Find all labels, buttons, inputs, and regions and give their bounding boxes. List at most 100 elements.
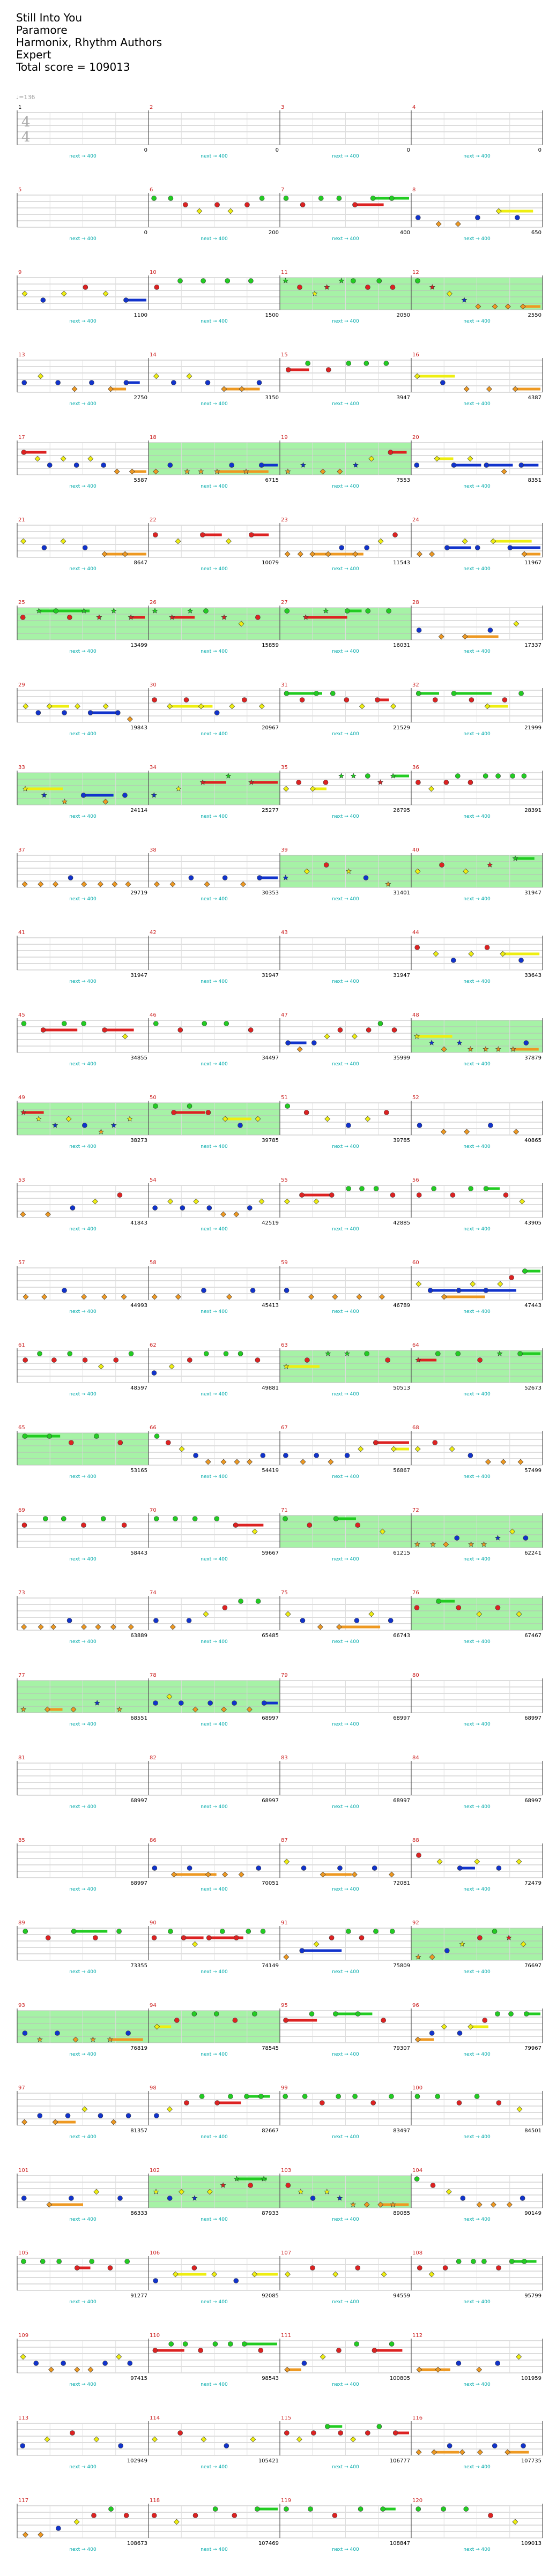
measure-score: 105421: [258, 2458, 279, 2464]
orange-star-note: [20, 1706, 27, 1712]
green-star-note: [338, 773, 345, 779]
measure-number: 89: [18, 1920, 25, 1926]
blue-note: [188, 875, 194, 880]
orange-note: [462, 633, 468, 640]
measure-number: 113: [18, 2415, 28, 2421]
orange-note: [240, 881, 246, 887]
yellow-star-note: [283, 1363, 290, 1369]
red-star-note: [415, 1357, 421, 1363]
measure-score: 15859: [262, 643, 279, 648]
measure-score: 68997: [262, 1798, 279, 1804]
green-star-note: [344, 1350, 350, 1356]
red-note: [187, 1357, 192, 1363]
measure-score: 57499: [524, 1468, 541, 1474]
orange-star-note: [285, 468, 291, 474]
yellow-note: [359, 703, 365, 710]
green-sustain: [526, 2012, 540, 2015]
green-note: [202, 1021, 207, 1026]
red-sustain: [301, 1193, 330, 1197]
multiplier-label: next → 400: [69, 1062, 97, 1067]
blue-note: [451, 462, 457, 468]
measure-number: 1: [18, 104, 21, 110]
multiplier-label: next → 400: [332, 2465, 359, 2470]
yellow-note: [512, 2519, 518, 2525]
red-star-note: [487, 862, 493, 868]
orange-star-note: [430, 1541, 436, 1547]
red-star-note: [377, 779, 383, 785]
red-note: [214, 202, 220, 207]
red-sustain: [209, 1936, 243, 1939]
multiplier-label: next → 400: [69, 731, 97, 737]
green-note: [153, 1021, 159, 1026]
blue-note: [518, 462, 524, 468]
blue-note: [152, 1865, 158, 1871]
multiplier-label: next → 400: [332, 1557, 359, 1562]
green-sustain: [524, 1270, 540, 1273]
measure-number: 108: [412, 2250, 422, 2256]
blue-note: [301, 2361, 307, 2366]
blue-note: [65, 2113, 71, 2118]
blue-note: [457, 2030, 463, 2036]
green-note: [124, 2259, 130, 2264]
multiplier-label: next → 400: [69, 1722, 97, 1727]
green-note: [451, 691, 457, 696]
measure-score: 79967: [524, 2045, 541, 2051]
blue-sustain: [510, 546, 540, 549]
yellow-note: [350, 2436, 357, 2443]
yellow-note: [172, 2271, 179, 2278]
green-sustain: [25, 1435, 61, 1438]
red-note: [152, 2348, 158, 2353]
multiplier-label: next → 400: [201, 1227, 228, 1232]
time-signature-top: 4: [21, 114, 31, 130]
red-sustain: [23, 1111, 44, 1114]
multiplier-label: next → 400: [201, 1804, 228, 1810]
orange-note: [247, 1459, 253, 1465]
green-sustain: [73, 1930, 108, 1933]
orange-note: [81, 1624, 87, 1630]
orange-note: [233, 1211, 240, 1218]
red-note: [242, 697, 247, 703]
yellow-note: [44, 2436, 50, 2443]
green-note: [336, 196, 342, 201]
multiplier-label: next → 400: [69, 814, 97, 819]
yellow-note: [309, 786, 316, 792]
measure-score: 48597: [130, 1385, 147, 1391]
yellow-note: [332, 2271, 339, 2278]
yellow-note: [75, 703, 80, 710]
green-note: [318, 196, 324, 201]
yellow-note: [434, 456, 440, 462]
yellow-sustain: [394, 1447, 409, 1451]
measure-score: 39785: [262, 1138, 279, 1144]
measure-number: 117: [18, 2498, 28, 2504]
yellow-sustain: [25, 787, 63, 790]
orange-note: [520, 303, 526, 310]
blue-note: [250, 1288, 256, 1293]
orange-note: [429, 551, 435, 557]
blue-star-note: [461, 297, 468, 303]
green-sustain: [335, 2012, 373, 2015]
multiplier-label: next → 400: [201, 2547, 228, 2552]
measure-number: 100: [412, 2085, 422, 2091]
measure-score: 0: [144, 230, 147, 236]
green-note: [305, 361, 310, 366]
measure-score: 49881: [262, 1385, 279, 1391]
red-sustain: [202, 533, 222, 536]
red-star-note: [302, 614, 309, 620]
orange-note: [102, 798, 109, 805]
red-note: [117, 1192, 123, 1198]
yellow-star-note: [413, 1033, 420, 1039]
measure-score: 89085: [393, 2211, 410, 2216]
orange-note: [443, 1541, 449, 1548]
orange-note: [485, 1459, 491, 1465]
green-note: [244, 2094, 249, 2099]
blue-note: [206, 1205, 212, 1211]
yellow-note: [436, 1858, 443, 1865]
green-note: [333, 2011, 338, 2017]
orange-sustain: [110, 2038, 143, 2041]
yellow-note: [116, 2354, 122, 2360]
measure-number: 13: [18, 352, 25, 358]
red-note: [384, 1110, 389, 1115]
measure-score: 50513: [393, 1385, 410, 1391]
orange-note: [320, 1871, 326, 1878]
yellow-star-note: [127, 1116, 133, 1122]
